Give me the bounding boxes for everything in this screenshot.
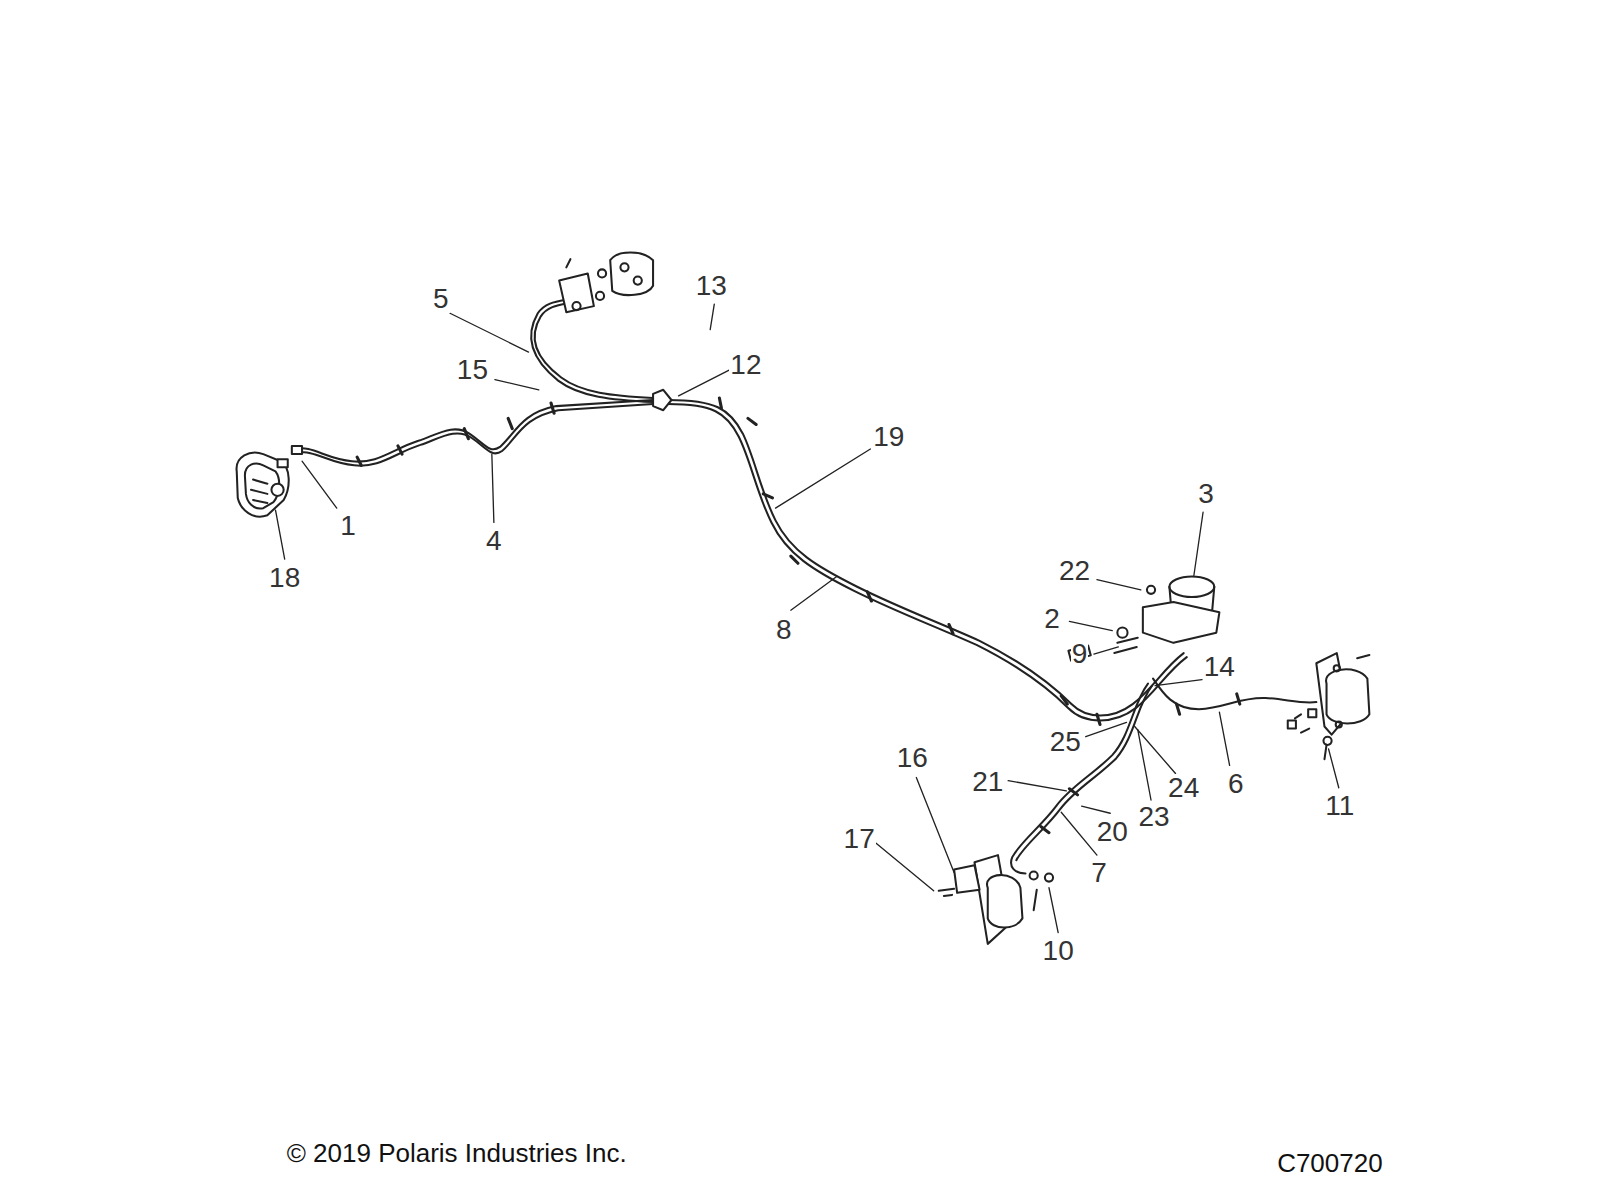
callout-number: 25	[1049, 728, 1082, 756]
caliper	[939, 855, 1053, 944]
callout-number: 7	[1090, 859, 1108, 887]
callout-number: 3	[1197, 480, 1215, 508]
brake-line	[296, 400, 653, 462]
callout-number: 10	[1042, 937, 1075, 965]
callout-number: 6	[1227, 770, 1245, 798]
callout-number: 13	[695, 272, 728, 300]
callout-number: 16	[896, 744, 929, 772]
callout-number: 8	[775, 616, 793, 644]
callout-number: 4	[485, 527, 503, 555]
callout-number: 11	[1324, 792, 1355, 820]
master-cylinder	[1068, 577, 1219, 661]
footer-note: © 2019 Polaris Industries Inc.	[286, 1140, 628, 1166]
callout-number: 19	[872, 423, 905, 451]
caliper	[1288, 653, 1370, 759]
callout-number: 21	[971, 768, 1004, 796]
brake-line	[668, 404, 1186, 720]
brake-line	[535, 296, 653, 398]
callout-number: 12	[729, 351, 762, 379]
footer-note: C700720	[1276, 1150, 1384, 1176]
callout-number: 23	[1138, 803, 1171, 831]
callout-number: 22	[1058, 557, 1091, 585]
callout-number: 15	[456, 356, 489, 384]
callout-number: 5	[432, 285, 450, 313]
callout-number: 1	[339, 512, 357, 540]
brake-line	[1016, 686, 1152, 860]
callout-number: 18	[268, 564, 301, 592]
brake-line	[531, 293, 653, 402]
callout-number: 14	[1203, 653, 1236, 681]
callout-number: 2	[1043, 605, 1061, 633]
callout-number: 9	[1071, 640, 1089, 668]
callout-number: 17	[843, 825, 876, 853]
caliper	[559, 253, 653, 313]
brake-line	[298, 404, 653, 466]
brake-line	[668, 400, 1183, 716]
caliper	[237, 446, 302, 517]
brake-line	[1011, 684, 1148, 874]
callout-number: 20	[1096, 818, 1129, 846]
callout-number: 24	[1167, 774, 1200, 802]
